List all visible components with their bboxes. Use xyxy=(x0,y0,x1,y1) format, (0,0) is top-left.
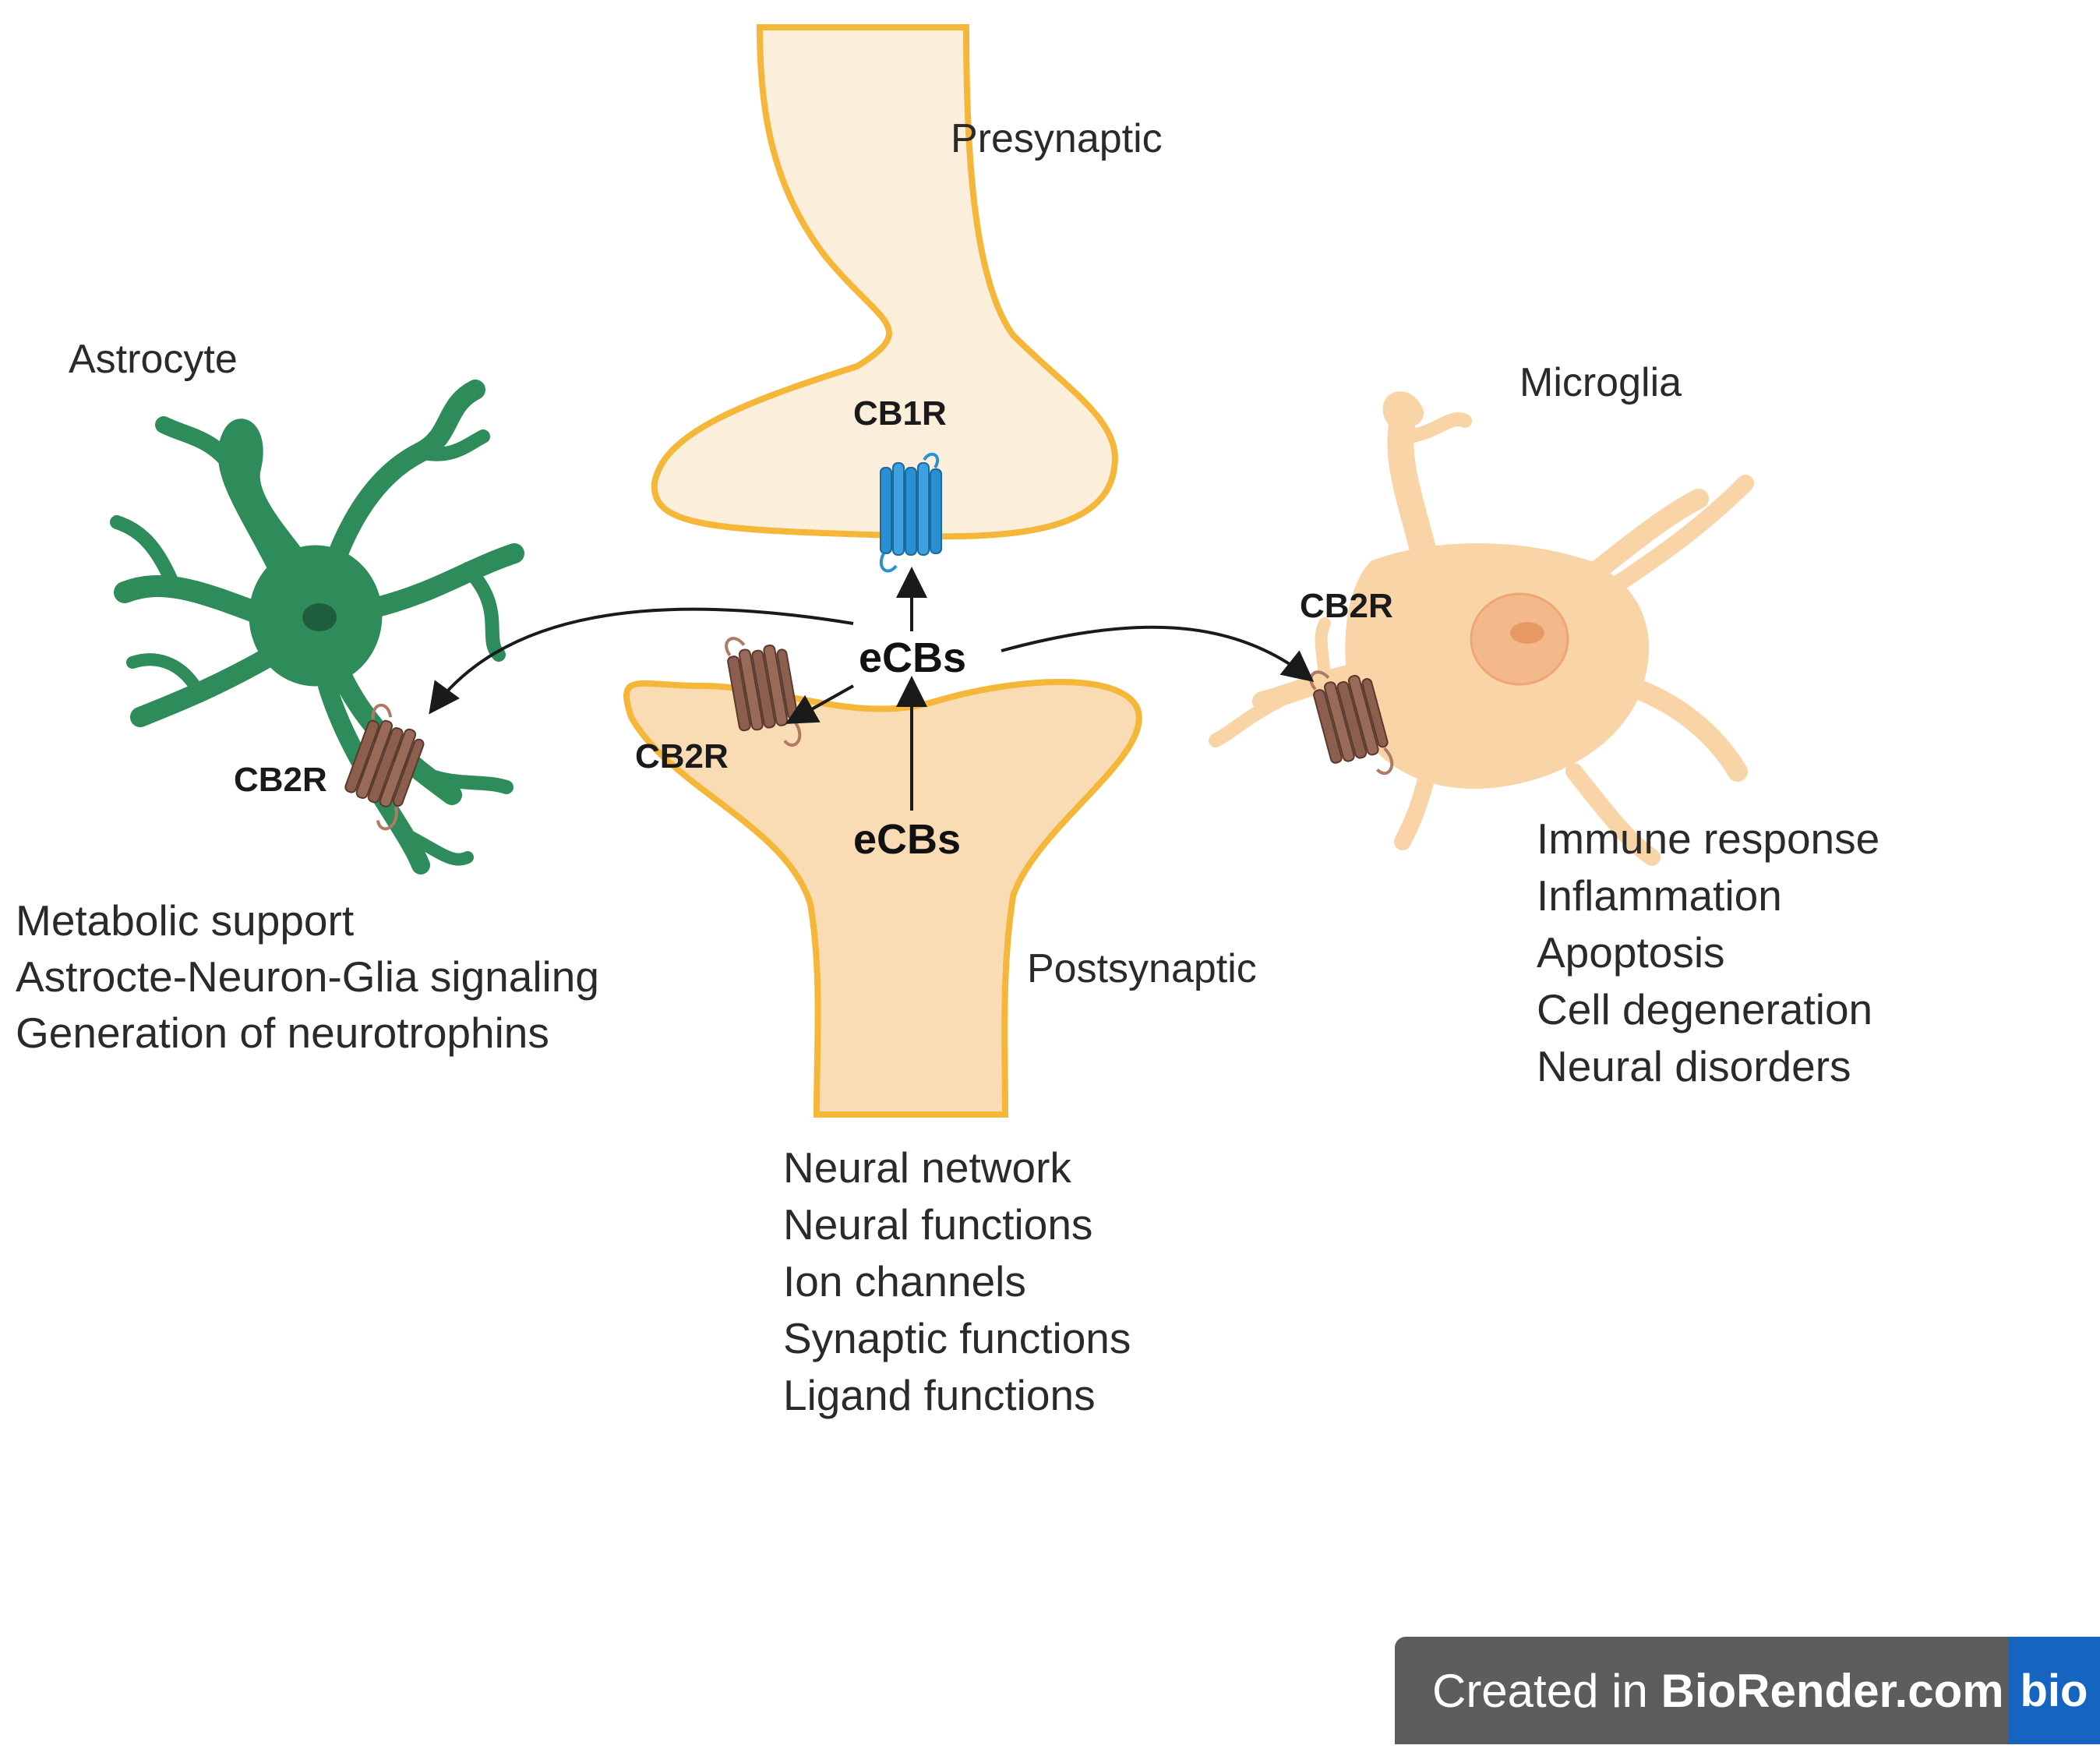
astrocyte-function-list: Metabolic support Astrocte-Neuron-Glia s… xyxy=(16,896,599,1057)
astrocyte-function-item: Astrocte-Neuron-Glia signaling xyxy=(16,952,599,1001)
ecbs-top-label: eCBs xyxy=(859,634,966,681)
cb1r-label: CB1R xyxy=(853,394,947,433)
microglia-nucleolus xyxy=(1510,622,1544,644)
astrocyte-function-item: Metabolic support xyxy=(16,896,354,945)
badge-brand: BioRender.com xyxy=(1661,1664,2004,1717)
microglia-function-item: Cell degeneration xyxy=(1537,985,1872,1033)
cb2r-astrocyte-label: CB2R xyxy=(234,761,327,799)
synapse-function-item: Ion channels xyxy=(783,1257,1026,1305)
microglia-label: Microglia xyxy=(1519,360,1682,405)
microglia-function-item: Apoptosis xyxy=(1537,928,1725,977)
microglia-function-item: Inflammation xyxy=(1537,871,1782,920)
arrow-to-microglia xyxy=(1001,625,1315,682)
postsynaptic-label: Postsynaptic xyxy=(1027,946,1257,991)
microglia-function-item: Neural disorders xyxy=(1537,1042,1851,1090)
microglia-function-item: Immune response xyxy=(1537,814,1879,863)
astrocyte-nucleus xyxy=(302,603,337,631)
badge-text: Created in BioRender.com xyxy=(1395,1664,2004,1718)
synapse-function-item: Neural network xyxy=(783,1143,1071,1192)
badge-prefix: Created in xyxy=(1432,1664,1661,1717)
cb2r-post-label: CB2R xyxy=(635,737,729,776)
cb1r-receptor xyxy=(879,452,942,573)
synapse-function-item: Neural functions xyxy=(783,1200,1092,1249)
presynaptic-terminal xyxy=(651,24,1118,540)
microglia-cell xyxy=(1209,391,1754,866)
arrow-to-astrocyte xyxy=(429,607,854,715)
cb2r-microglia-label: CB2R xyxy=(1300,587,1393,625)
synapse-function-item: Ligand functions xyxy=(783,1371,1096,1419)
presynaptic-label: Presynaptic xyxy=(951,116,1163,161)
synapse-function-item: Synaptic functions xyxy=(783,1314,1131,1362)
astrocyte-label: Astrocyte xyxy=(69,337,238,382)
arrow-to-cb2r-post xyxy=(785,684,854,724)
microglia-function-list: Immune response Inflammation Apoptosis C… xyxy=(1537,814,1879,1090)
biorender-logo-icon: bio xyxy=(2008,1637,2100,1744)
biorender-badge[interactable]: Created in BioRender.com bio xyxy=(1395,1637,2100,1744)
ecbs-bottom-label: eCBs xyxy=(853,816,961,863)
astrocyte-function-item: Generation of neurotrophins xyxy=(16,1009,549,1057)
synapse-function-list: Neural network Neural functions Ion chan… xyxy=(783,1143,1131,1419)
